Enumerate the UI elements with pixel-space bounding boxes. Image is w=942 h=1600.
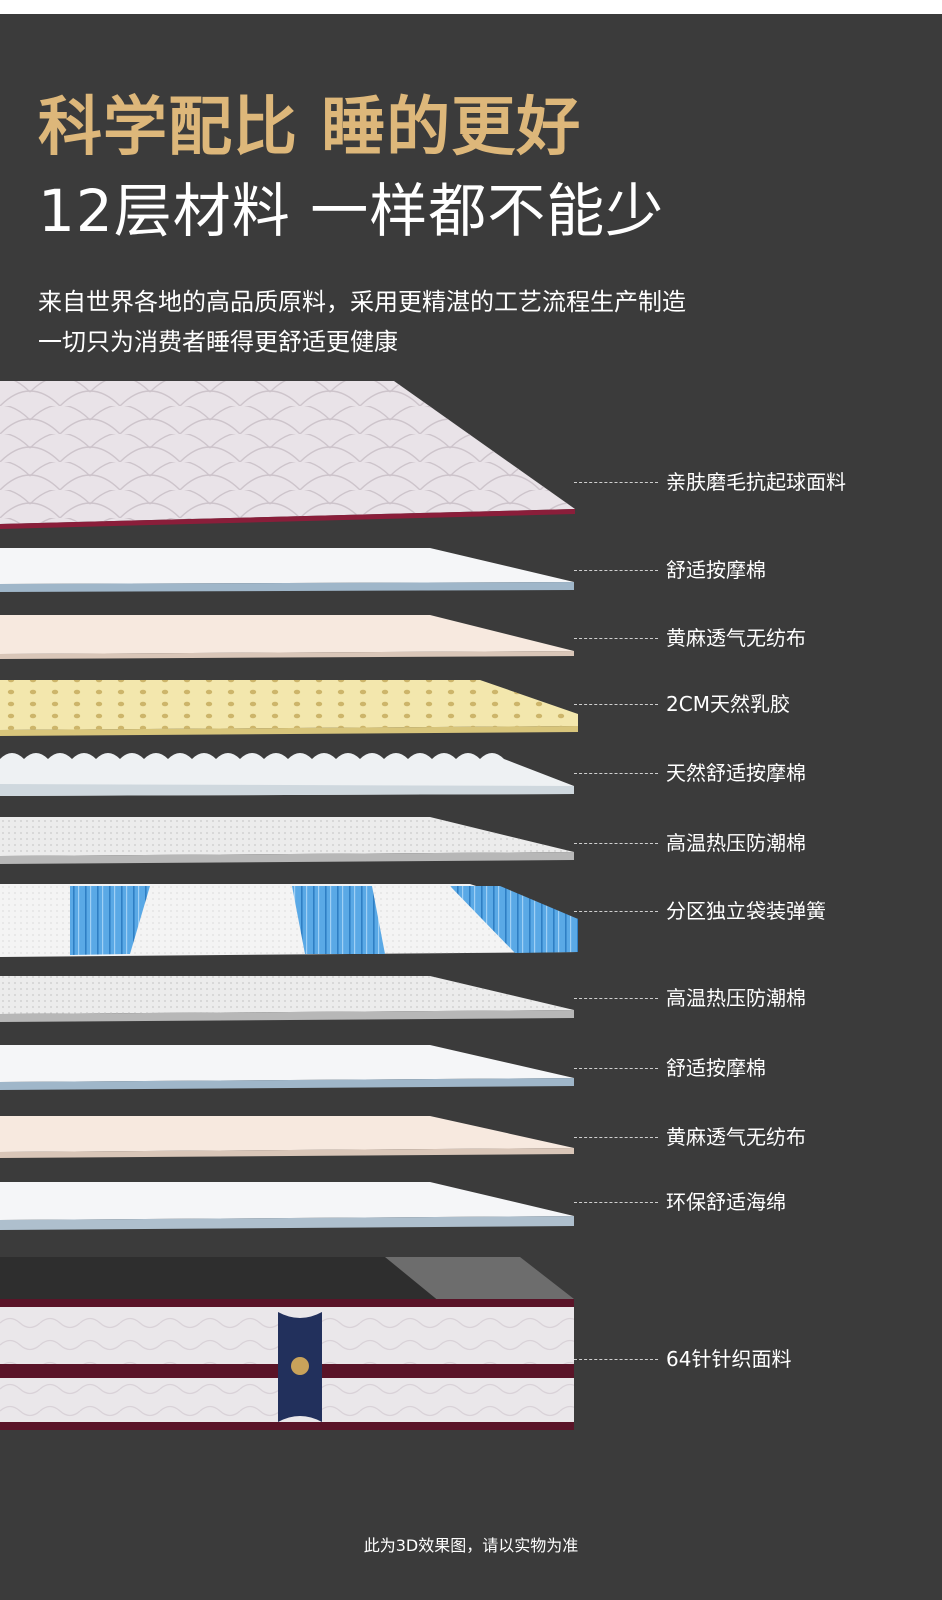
leader-line [574,910,658,912]
layer-11-name: 环保舒适海绵 [666,1190,786,1214]
layer-2-graphic [0,548,574,592]
layer-6-graphic [0,817,574,864]
leader-line [574,1136,658,1138]
layer-3-label: 黄麻透气无纺布 [574,628,806,648]
leader-line [574,1067,658,1069]
leader-line [574,997,658,999]
layer-10-name: 黄麻透气无纺布 [666,1125,806,1149]
layer-8-label: 高温热压防潮棉 [574,988,806,1008]
layer-12-graphic [0,1257,574,1430]
leader-line [574,569,658,571]
leader-line [574,772,658,774]
layer-9-name: 舒适按摩棉 [666,1056,766,1080]
layer-4-graphic [0,680,578,736]
leader-line [574,703,658,705]
layer-6-label: 高温热压防潮棉 [574,833,806,853]
layer-8-name: 高温热压防潮棉 [666,986,806,1010]
layer-5-name: 天然舒适按摩棉 [666,761,806,785]
description-line-2: 一切只为消费者睡得更舒适更健康 [38,328,398,356]
layer-7-name: 分区独立袋装弹簧 [666,899,826,923]
title-line-1: 科学配比 睡的更好 [38,91,582,165]
layer-2-name: 舒适按摩棉 [666,558,766,582]
mattress-layers-illustration [0,381,578,1430]
layer-9-label: 舒适按摩棉 [574,1058,766,1078]
layer-10-label: 黄麻透气无纺布 [574,1127,806,1147]
description-line-1: 来自世界各地的高品质原料，采用更精湛的工艺流程生产制造 [38,288,686,316]
layer-12-name: 64针针织面料 [666,1347,792,1371]
poster-stage: 科学配比 睡的更好 12层材料 一样都不能少 来自世界各地的高品质原料，采用更精… [0,14,942,1600]
disclaimer-note: 此为3D效果图，请以实物为准 [363,1536,579,1555]
layer-11-label: 环保舒适海绵 [574,1192,786,1212]
layer-7-graphic [0,884,578,957]
layer-4-label: 2CM天然乳胶 [574,694,790,714]
layer-3-name: 黄麻透气无纺布 [666,626,806,650]
leader-line [574,842,658,844]
layer-1-label: 亲肤磨毛抗起球面料 [574,472,846,492]
layer-12-label: 64针针织面料 [574,1349,791,1369]
layer-2-label: 舒适按摩棉 [574,560,766,580]
layer-1-graphic [0,381,575,529]
layer-4-name: 2CM天然乳胶 [666,692,790,716]
leader-line [574,1358,658,1360]
leader-line [574,481,658,483]
layer-5-label: 天然舒适按摩棉 [574,763,806,783]
layer-8-graphic [0,976,574,1022]
layer-9-graphic [0,1045,574,1090]
layer-1-name: 亲肤磨毛抗起球面料 [666,470,846,494]
layer-6-name: 高温热压防潮棉 [666,831,806,855]
leader-line [574,637,658,639]
layer-5-graphic [0,753,574,796]
layer-7-label: 分区独立袋装弹簧 [574,901,826,921]
layer-3-graphic [0,615,574,659]
layer-10-graphic [0,1116,574,1158]
leader-line [574,1201,658,1203]
layer-11-graphic [0,1182,574,1230]
title-line-2: 12层材料 一样都不能少 [38,177,665,245]
